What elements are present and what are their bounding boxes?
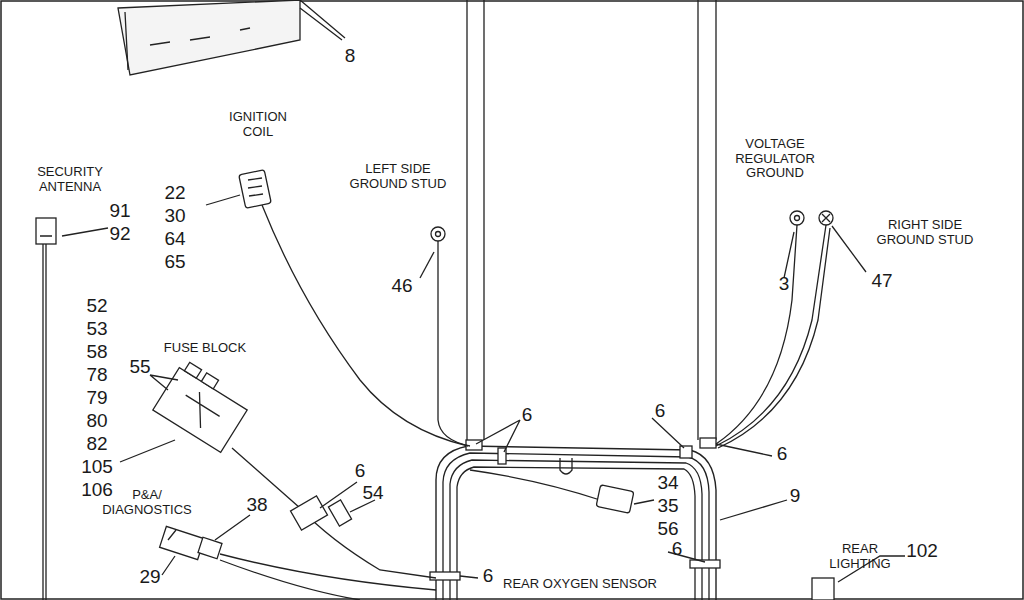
cable-tie — [680, 446, 692, 458]
callout-number: 55 — [123, 356, 157, 377]
antenna-connector — [36, 218, 56, 244]
diagnostic-connector — [198, 537, 222, 558]
callout-number: 6 — [667, 538, 687, 559]
leader-line — [62, 228, 108, 236]
part-name: VOLTAGE REGULATOR GROUND — [730, 137, 820, 181]
callout-number: 92 — [103, 223, 137, 244]
part-name: SECURITY ANTENNA — [25, 165, 115, 194]
callout-number: 29 — [133, 566, 167, 587]
callout-number: 34 — [651, 472, 685, 493]
callout-number: 78 — [80, 364, 114, 385]
callout-number: 47 — [865, 270, 899, 291]
inline-connector — [291, 496, 328, 530]
part-name: LEFT SIDE GROUND STUD — [348, 162, 448, 191]
leader-line — [460, 418, 772, 578]
part-name: RIGHT SIDE GROUND STUD — [870, 218, 980, 247]
ring-terminal — [822, 214, 830, 222]
part-name: REAR LIGHTING — [820, 542, 900, 571]
harness-loop — [436, 446, 716, 600]
callout-number: 35 — [651, 495, 685, 516]
ring-terminal — [431, 227, 445, 241]
callout-number: 8 — [335, 45, 365, 66]
callout-number: 54 — [356, 482, 390, 503]
ring-terminal — [436, 232, 441, 237]
ring-terminal — [795, 216, 800, 221]
fuse — [201, 373, 218, 389]
part-name: P&A/ DIAGNOSTICS — [97, 488, 197, 517]
fuse-block — [153, 368, 247, 453]
callout-number: 6 — [350, 460, 370, 481]
callout-number: 22 — [158, 182, 192, 203]
module-panel — [118, 0, 300, 75]
callout-number: 6 — [650, 400, 670, 421]
callout-number: 38 — [240, 494, 274, 515]
callout-number: 9 — [785, 485, 805, 506]
callout-number: 6 — [772, 443, 792, 464]
callout-number: 58 — [80, 341, 114, 362]
leader-line — [206, 195, 240, 205]
fuse-detail — [175, 387, 225, 434]
lighting-connector — [812, 578, 834, 600]
antenna-wire — [40, 236, 52, 600]
ring-terminal — [819, 211, 833, 225]
callout-number: 56 — [651, 518, 685, 539]
part-name: IGNITION COIL — [213, 110, 303, 139]
fuse — [184, 362, 201, 378]
callout-number: 80 — [80, 410, 114, 431]
callout-number: 65 — [158, 251, 192, 272]
callout-number: 3 — [772, 273, 796, 294]
leader-line — [120, 440, 175, 462]
callout-number: 91 — [103, 200, 137, 221]
branch-wire — [232, 448, 436, 578]
ignition-connector — [239, 170, 272, 209]
cable-tie — [430, 572, 460, 580]
harness-loop — [457, 467, 695, 600]
leader-line — [784, 226, 866, 278]
leader-line — [420, 252, 434, 278]
connector-detail — [248, 178, 263, 196]
diagnostic-connector — [160, 526, 205, 559]
branch-wire — [438, 241, 470, 446]
branch-wire — [470, 470, 600, 500]
callout-number: 105 — [75, 456, 119, 477]
callout-number: 106 — [75, 479, 119, 500]
branch-wire — [168, 530, 436, 600]
module-detail — [125, 12, 250, 70]
callout-number: 102 — [900, 540, 944, 561]
leader-line — [162, 515, 250, 575]
part-name: FUSE BLOCK — [145, 341, 265, 356]
leader-line — [720, 500, 787, 520]
callout-number: 30 — [158, 205, 192, 226]
cable-tie — [690, 560, 720, 568]
cable-tie — [700, 438, 716, 448]
callout-number: 6 — [478, 565, 498, 586]
callout-number: 64 — [158, 228, 192, 249]
ring-terminal — [790, 211, 804, 225]
leader-line — [150, 375, 178, 390]
callout-number: 6 — [517, 404, 537, 425]
branch-wire — [716, 225, 830, 448]
leader-line — [300, 0, 345, 40]
harness-loop — [443, 453, 709, 600]
callout-number: 53 — [80, 318, 114, 339]
callout-number: 82 — [80, 433, 114, 454]
part-name: REAR OXYGEN SENSOR — [480, 577, 680, 592]
harness-loop — [450, 460, 702, 600]
callout-number: 79 — [80, 387, 114, 408]
callout-number: 52 — [80, 295, 114, 316]
inline-connector — [328, 500, 351, 526]
branch-wire — [262, 205, 468, 446]
callout-number: 46 — [385, 275, 419, 296]
harness-wire — [467, 0, 716, 440]
oxygen-connector — [596, 485, 634, 514]
harness-clip — [560, 458, 572, 474]
leader-line — [634, 500, 654, 504]
